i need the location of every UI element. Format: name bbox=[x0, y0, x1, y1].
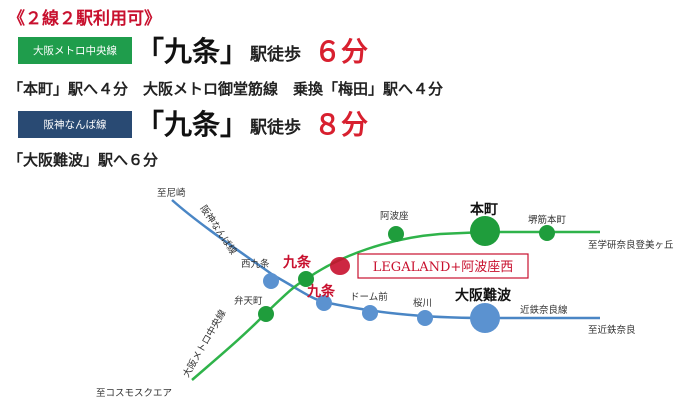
osaka-namba-label: 大阪難波 bbox=[455, 287, 512, 304]
kujo-chuo-station bbox=[298, 271, 314, 287]
walk-label: 駅徒歩 bbox=[250, 118, 301, 138]
kujo-hanshin-station bbox=[316, 295, 332, 311]
transfer-text: 「大阪難波」駅へ６分 bbox=[8, 151, 159, 169]
sakuragawa-label: 桜川 bbox=[413, 297, 432, 309]
honmachi-label: 本町 bbox=[470, 201, 498, 218]
to-amagasaki-label: 至尼崎 bbox=[157, 187, 186, 199]
kujo-hanshin-label: 九条 bbox=[306, 283, 336, 300]
to-kintetsu-nara-label: 至近鉄奈良 bbox=[588, 324, 636, 336]
kujo-chuo-label: 九条 bbox=[282, 254, 312, 271]
honmachi-station bbox=[470, 216, 500, 246]
hanshin-namba-line-badge: 阪神なんば線 bbox=[18, 111, 132, 138]
sakuragawa-station bbox=[417, 310, 433, 326]
property-marker bbox=[330, 257, 350, 275]
to-gakken-label: 至学研奈良登美ヶ丘 bbox=[588, 239, 674, 251]
transfer-text: 「本町」駅へ４分 大阪メトロ御堂筋線 乗換「梅田」駅へ４分 bbox=[8, 80, 444, 98]
dome-mae-station bbox=[362, 305, 378, 321]
bentencho-label: 弁天町 bbox=[234, 295, 263, 307]
sakaisuji-honmachi-label: 堺筋本町 bbox=[528, 214, 567, 226]
property-box bbox=[357, 253, 529, 279]
kujo-station-title: 「九条」 bbox=[136, 108, 249, 141]
awaza-station bbox=[388, 226, 404, 242]
nishikujo-label: 西九条 bbox=[241, 258, 270, 270]
kintetsu-nara-line-label: 近鉄奈良線 bbox=[520, 304, 568, 316]
dome-mae-label: ドーム前 bbox=[350, 291, 388, 303]
to-cosmo-square-label: 至コスモスクエア bbox=[96, 388, 172, 399]
awaza-label: 阿波座 bbox=[380, 210, 409, 222]
kujo-station-title: 「九条」 bbox=[136, 35, 249, 68]
walk-minutes: ８分 bbox=[314, 110, 368, 141]
availability-heading: 《２線２駅利用可》 bbox=[8, 9, 161, 29]
metro-chuo-line-badge: 大阪メトロ中央線 bbox=[18, 37, 132, 64]
osaka-namba-station bbox=[470, 303, 500, 333]
hanshin-line-path bbox=[171, 199, 325, 304]
walk-minutes: ６分 bbox=[314, 37, 368, 68]
hanshin-line-label: 阪神なんば線 bbox=[198, 203, 240, 257]
walk-label: 駅徒歩 bbox=[250, 45, 301, 65]
nishikujo-station bbox=[263, 273, 279, 289]
sakaisuji-honmachi-station bbox=[539, 225, 555, 241]
property-label: LEGALAND+阿波座西 bbox=[373, 260, 514, 275]
bentencho-station bbox=[258, 306, 274, 322]
